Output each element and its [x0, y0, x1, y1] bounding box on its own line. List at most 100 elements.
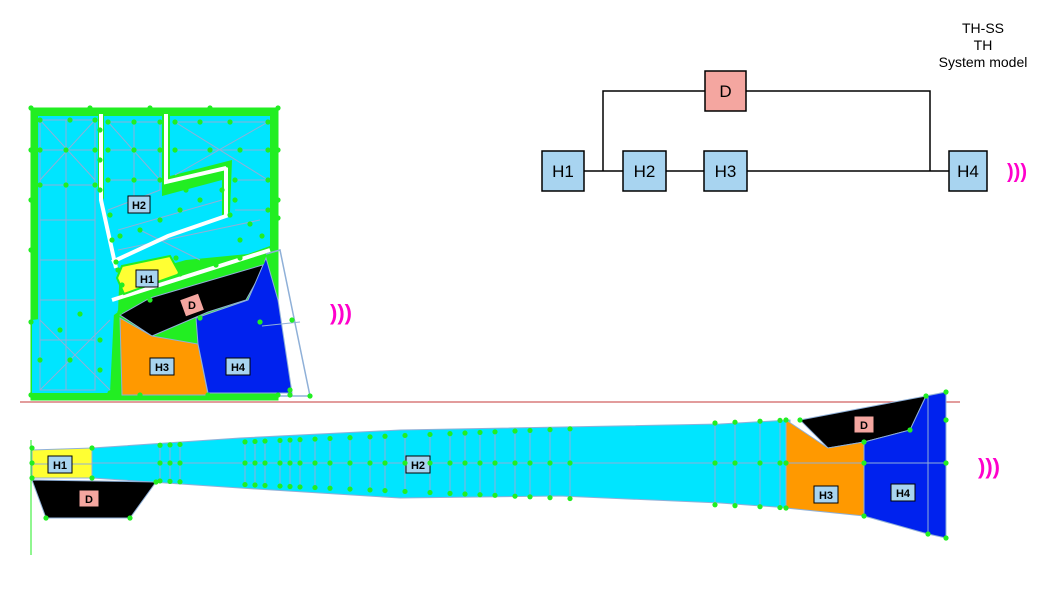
mesh-node: [157, 177, 163, 183]
mesh-node: [427, 489, 433, 496]
mesh-node: [177, 271, 183, 277]
mesh-node: [147, 105, 153, 111]
cross-section: H2 H1 D H3 H4 ))): [28, 105, 352, 401]
title-line-2: TH: [973, 37, 993, 53]
block-h1: H1: [541, 150, 585, 192]
mesh-node: [307, 393, 313, 399]
mesh-node: [527, 460, 533, 466]
mesh-node: [757, 418, 763, 424]
mesh-node: [477, 429, 483, 436]
long-section-nodes: [29, 389, 949, 541]
mesh-node: [237, 237, 243, 243]
mesh-node: [287, 483, 293, 490]
mesh-node: [275, 105, 281, 111]
mesh-node: [527, 427, 533, 434]
mesh-node: [275, 215, 281, 221]
mesh-node: [107, 212, 113, 218]
mesh-node: [923, 393, 929, 399]
mesh-node: [29, 475, 35, 481]
mesh-node: [29, 445, 35, 451]
mesh-node: [242, 481, 248, 488]
mesh-node: [127, 515, 133, 521]
mesh-node: [213, 262, 219, 268]
mesh-node: [797, 417, 803, 423]
longitudinal-section: H1 D H2 D H3 H4 ))): [29, 389, 1000, 541]
cross-section-nodes: [28, 105, 313, 399]
label-h2-long-text: H2: [411, 460, 425, 472]
mesh-node: [227, 119, 233, 125]
mesh-node: [105, 147, 111, 153]
block-h4: H4: [948, 150, 988, 192]
mesh-node: [367, 487, 373, 493]
mesh-node: [547, 495, 553, 501]
mesh-node: [477, 460, 483, 466]
mesh-node: [447, 431, 453, 437]
mesh-node: [167, 478, 173, 484]
mesh-node: [63, 182, 69, 188]
mesh-node: [712, 420, 718, 426]
mesh-node: [119, 282, 125, 288]
mesh-node: [105, 177, 111, 183]
mesh-node: [402, 460, 408, 466]
mesh-node: [547, 460, 553, 466]
system-model-connectors: [584, 90, 949, 172]
mesh-node: [237, 255, 243, 261]
mesh-node: [77, 311, 83, 317]
mesh-node: [382, 433, 388, 439]
mesh-node: [157, 119, 163, 125]
label-h4-long: H4: [890, 483, 916, 502]
mesh-node: [117, 233, 123, 239]
mesh-node: [205, 392, 211, 398]
mesh-node: [265, 147, 271, 153]
mesh-node: [177, 207, 183, 213]
block-d-label: D: [719, 82, 731, 101]
mesh-node: [57, 327, 63, 333]
mesh-node: [462, 430, 468, 436]
label-h2-long: H2: [405, 455, 431, 474]
mesh-node: [28, 392, 34, 398]
label-h4-cross: H4: [225, 357, 251, 376]
mesh-node: [157, 217, 163, 223]
mesh-node: [347, 486, 353, 492]
mesh-node: [247, 221, 253, 227]
mesh-node: [327, 460, 333, 466]
label-h1-long-text: H1: [53, 460, 67, 472]
mesh-node: [259, 233, 265, 239]
mesh-node: [327, 435, 333, 442]
mesh-node: [172, 119, 178, 125]
mesh-node: [131, 177, 137, 183]
mesh-node: [402, 488, 408, 495]
block-h3-label: H3: [715, 162, 737, 181]
mesh-node: [265, 207, 271, 213]
mesh-node: [943, 389, 949, 395]
mesh-node: [567, 495, 573, 502]
mesh-node: [943, 417, 949, 423]
mesh-node: [237, 147, 243, 153]
mesh-node: [477, 492, 483, 498]
block-h3: H3: [703, 150, 748, 192]
label-h4-long-text: H4: [896, 488, 911, 500]
mesh-node: [137, 227, 143, 233]
mesh-node: [297, 460, 303, 466]
mesh-node: [287, 392, 293, 398]
mesh-node: [777, 417, 783, 424]
mesh-node: [262, 438, 268, 444]
label-d-cross: D: [178, 292, 206, 318]
mesh-node: [943, 535, 949, 541]
mesh-node: [783, 460, 789, 466]
block-h2-label: H2: [634, 162, 656, 181]
label-h2-cross: H2: [127, 195, 151, 214]
mesh-node: [177, 460, 183, 466]
cross-section-mesh: [39, 119, 269, 391]
label-d-cross-text: D: [188, 300, 196, 312]
mesh-node: [783, 417, 789, 423]
mesh-node: [37, 147, 43, 153]
mesh-node: [347, 460, 353, 466]
mesh-node: [527, 494, 533, 500]
mesh-node: [153, 479, 159, 485]
region-h2-right: [116, 116, 270, 278]
mesh-node: [115, 267, 121, 273]
mesh-node: [757, 504, 763, 510]
label-h1-long: H1: [47, 455, 73, 474]
mesh-node: [131, 147, 137, 153]
